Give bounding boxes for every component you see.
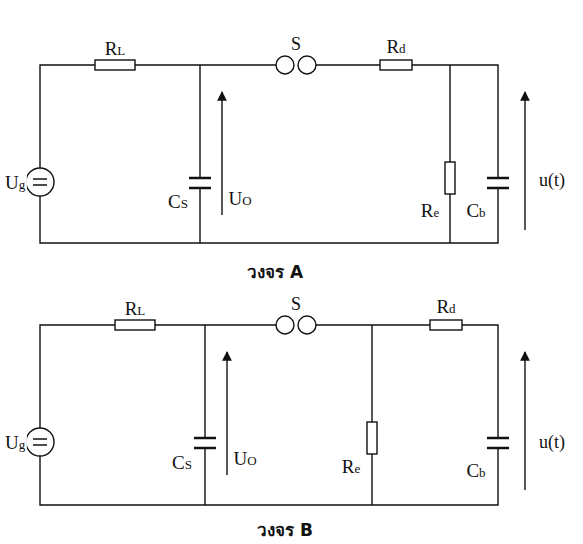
resistor-label: Re [340, 456, 362, 477]
wire [40, 325, 498, 505]
voltage-label: u(t) [537, 170, 567, 190]
voltage-label: UO [226, 188, 253, 209]
resistor-symbol [95, 60, 135, 70]
voltage-source-symbol [26, 428, 54, 456]
resistor-symbol [367, 422, 377, 454]
resistor-symbol [380, 60, 412, 70]
circuit-caption: วงจร B [255, 521, 315, 540]
resistor-symbol [430, 320, 462, 330]
switch-contact [276, 316, 294, 334]
resistor-label: Rd [384, 36, 407, 57]
wire [371, 325, 372, 505]
wire [449, 65, 450, 243]
voltage-arrow [524, 92, 525, 230]
voltage-arrow [221, 92, 222, 215]
capacitor-label: CS [166, 191, 190, 212]
capacitor-symbol [487, 178, 509, 188]
circuit-a [26, 56, 525, 243]
switch-contact [298, 316, 316, 334]
wire [199, 65, 200, 243]
capacitor-label: CS [170, 452, 194, 473]
switch-label: S [289, 34, 303, 54]
voltage-source-symbol [26, 168, 54, 196]
voltage-label: UO [231, 448, 258, 469]
source-label: Ug [3, 172, 27, 193]
capacitor-symbol [189, 178, 211, 188]
circuit-b [26, 316, 525, 505]
capacitor-symbol [194, 438, 216, 448]
wire [204, 325, 205, 505]
resistor-label: Re [419, 200, 441, 221]
resistor-label: RL [123, 298, 148, 319]
capacitor-label: Cb [464, 200, 487, 221]
capacitor-label: Cb [464, 460, 487, 481]
wire [40, 65, 498, 243]
resistor-symbol [445, 162, 455, 194]
voltage-label: u(t) [537, 432, 567, 452]
resistor-label: RL [103, 38, 128, 59]
switch-contact [298, 56, 316, 74]
resistor-label: Rd [434, 296, 457, 317]
source-label: Ug [3, 432, 27, 453]
capacitor-symbol [487, 438, 509, 448]
switch-label: S [289, 294, 303, 314]
dc-sign [33, 439, 47, 445]
switch-contact [276, 56, 294, 74]
circuit-caption: วงจร A [245, 263, 305, 282]
voltage-arrow [524, 352, 525, 490]
resistor-symbol [115, 320, 155, 330]
dc-sign [33, 179, 47, 185]
voltage-arrow [226, 352, 227, 475]
